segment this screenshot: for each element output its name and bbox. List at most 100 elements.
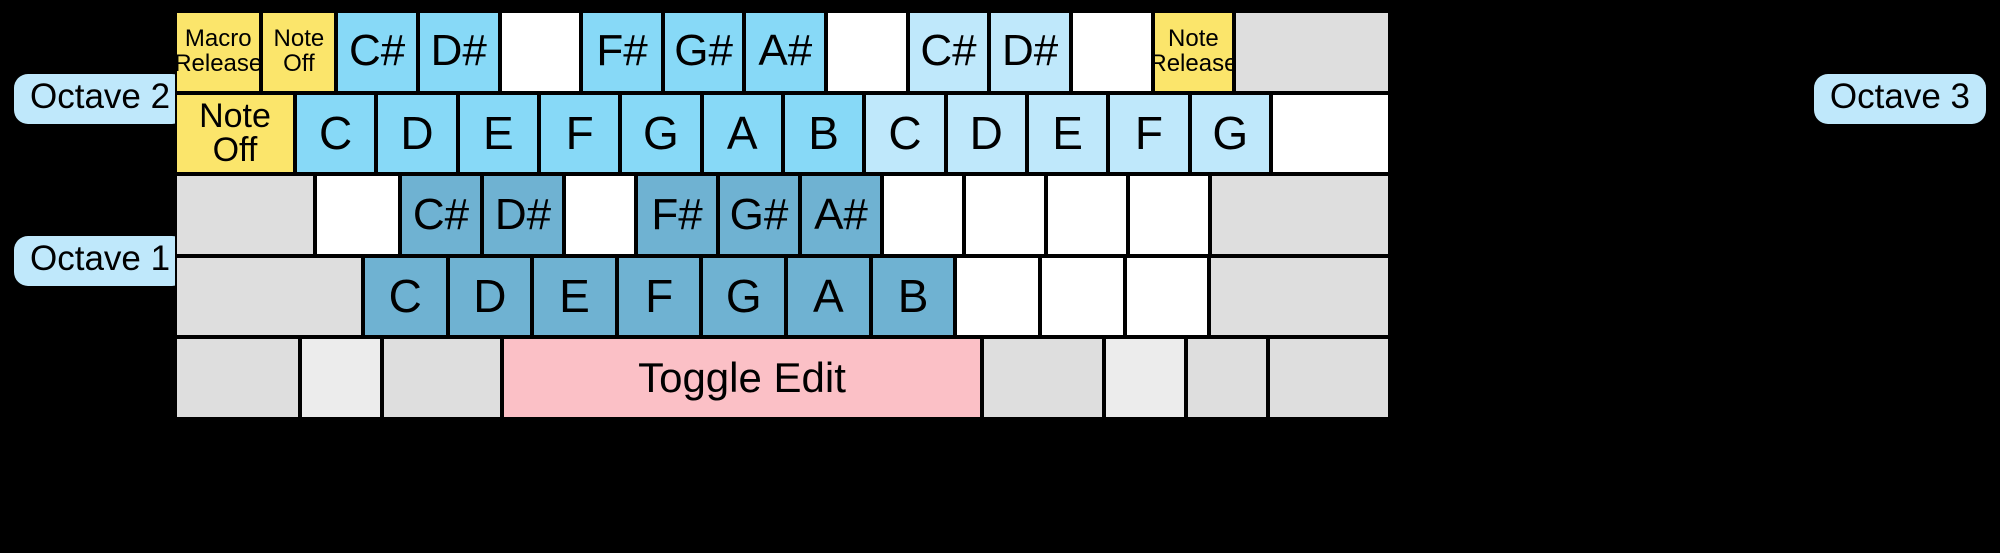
key-number-13-blank xyxy=(1234,11,1390,93)
key-number-2-csharp[interactable]: C# xyxy=(336,11,418,93)
key-label: F xyxy=(565,106,594,159)
key-label: F# xyxy=(596,26,648,76)
key-label: D xyxy=(969,106,1003,159)
key-qwerty-2-d[interactable]: D xyxy=(376,92,458,175)
key-label: G xyxy=(643,106,679,159)
key-label: C xyxy=(319,106,353,159)
key-asdf-8-blank xyxy=(882,174,964,256)
key-label: D xyxy=(400,106,434,159)
key-bottom-1-blank xyxy=(300,337,382,419)
key-qwerty-4-f[interactable]: F xyxy=(538,92,621,175)
key-label: D# xyxy=(494,189,552,239)
key-label: A# xyxy=(758,26,813,76)
key-asdf-5-fsharp[interactable]: F# xyxy=(636,174,718,256)
key-label: Toggle Edit xyxy=(638,353,846,401)
key-zxcv-6-a[interactable]: A xyxy=(786,255,871,338)
key-qwerty-1-c[interactable]: C xyxy=(294,92,377,175)
key-qwerty-6-a[interactable]: A xyxy=(701,92,783,175)
key-label: F# xyxy=(651,189,703,239)
key-qwerty-8-c[interactable]: C xyxy=(864,92,946,175)
key-qwerty-5-g[interactable]: G xyxy=(620,92,702,175)
key-zxcv-0-blank xyxy=(175,255,363,338)
key-zxcv-8-blank xyxy=(955,255,1040,338)
key-asdf-9-blank xyxy=(964,174,1046,256)
key-number-9-csharp[interactable]: C# xyxy=(907,11,990,93)
key-number-5-fsharp[interactable]: F# xyxy=(581,11,663,93)
key-asdf-11-blank xyxy=(1128,174,1210,256)
key-zxcv-9-blank xyxy=(1040,255,1125,338)
key-asdf-0-blank xyxy=(175,174,315,256)
key-qwerty-3-e[interactable]: E xyxy=(457,92,539,175)
key-label: G xyxy=(1212,106,1249,159)
key-number-6-gsharp[interactable]: G# xyxy=(662,11,745,93)
key-bottom-3-toggle-edit[interactable]: Toggle Edit xyxy=(502,337,982,419)
key-zxcv-2-d[interactable]: D xyxy=(447,255,533,338)
key-asdf-2-csharp[interactable]: C# xyxy=(400,174,482,256)
key-number-7-asharp[interactable]: A# xyxy=(744,11,827,93)
key-qwerty-7-b[interactable]: B xyxy=(782,92,865,175)
key-zxcv-3-e[interactable]: E xyxy=(532,255,617,338)
key-label: B xyxy=(808,106,839,159)
key-asdf-3-dsharp[interactable]: D# xyxy=(482,174,564,256)
key-bottom-0-blank xyxy=(175,337,300,419)
key-label: C xyxy=(888,106,922,159)
octave-2-label: Octave 2 xyxy=(14,74,187,124)
key-qwerty-11-f[interactable]: F xyxy=(1108,92,1190,175)
row-asdf: C#D# F# G# A# xyxy=(175,174,1390,256)
key-number-3-dsharp[interactable]: D# xyxy=(417,11,500,93)
key-number-10-dsharp[interactable]: D# xyxy=(989,11,1071,93)
key-label: D# xyxy=(430,26,487,76)
key-asdf-6-gsharp[interactable]: G# xyxy=(718,174,800,256)
key-label: G# xyxy=(674,26,733,76)
key-label: E xyxy=(559,270,590,323)
key-bottom-5-blank xyxy=(1104,337,1186,419)
key-label: E xyxy=(1052,106,1083,159)
key-label: A# xyxy=(814,189,868,239)
key-zxcv-1-c[interactable]: C xyxy=(362,255,448,338)
octave-3-label: Octave 3 xyxy=(1813,74,1986,124)
key-qwerty-9-d[interactable]: D xyxy=(945,92,1027,175)
key-number-8-blank xyxy=(826,11,908,93)
key-label: C# xyxy=(349,26,406,76)
key-zxcv-7-b[interactable]: B xyxy=(870,255,956,338)
key-qwerty-12-g[interactable]: G xyxy=(1189,92,1271,175)
key-label: D xyxy=(473,270,507,323)
key-label: F xyxy=(645,270,674,323)
row-bottom: Toggle Edit xyxy=(175,337,1390,419)
key-zxcv-4-f[interactable]: F xyxy=(616,255,702,338)
key-asdf-10-blank xyxy=(1046,174,1128,256)
key-label: C# xyxy=(920,26,977,76)
key-zxcv-11-blank xyxy=(1209,255,1390,338)
key-label: C xyxy=(388,270,422,323)
key-label: F xyxy=(1134,106,1163,159)
key-label: G# xyxy=(729,189,789,239)
key-zxcv-5-g[interactable]: G xyxy=(701,255,787,338)
key-label: B xyxy=(897,270,929,323)
key-label: E xyxy=(482,106,514,159)
key-label: G xyxy=(725,270,762,323)
key-label: D# xyxy=(1002,26,1059,76)
key-number-4-blank xyxy=(499,11,582,93)
key-bottom-7-blank xyxy=(1268,337,1390,419)
key-number-11-blank xyxy=(1070,11,1153,93)
key-bottom-6-blank xyxy=(1186,337,1268,419)
key-label: A xyxy=(726,106,758,159)
key-zxcv-10-blank xyxy=(1124,255,1210,338)
key-bottom-2-blank xyxy=(382,337,502,419)
key-qwerty-10-e[interactable]: E xyxy=(1026,92,1109,175)
key-asdf-7-asharp[interactable]: A# xyxy=(800,174,882,256)
key-qwerty-13-blank xyxy=(1270,92,1390,175)
